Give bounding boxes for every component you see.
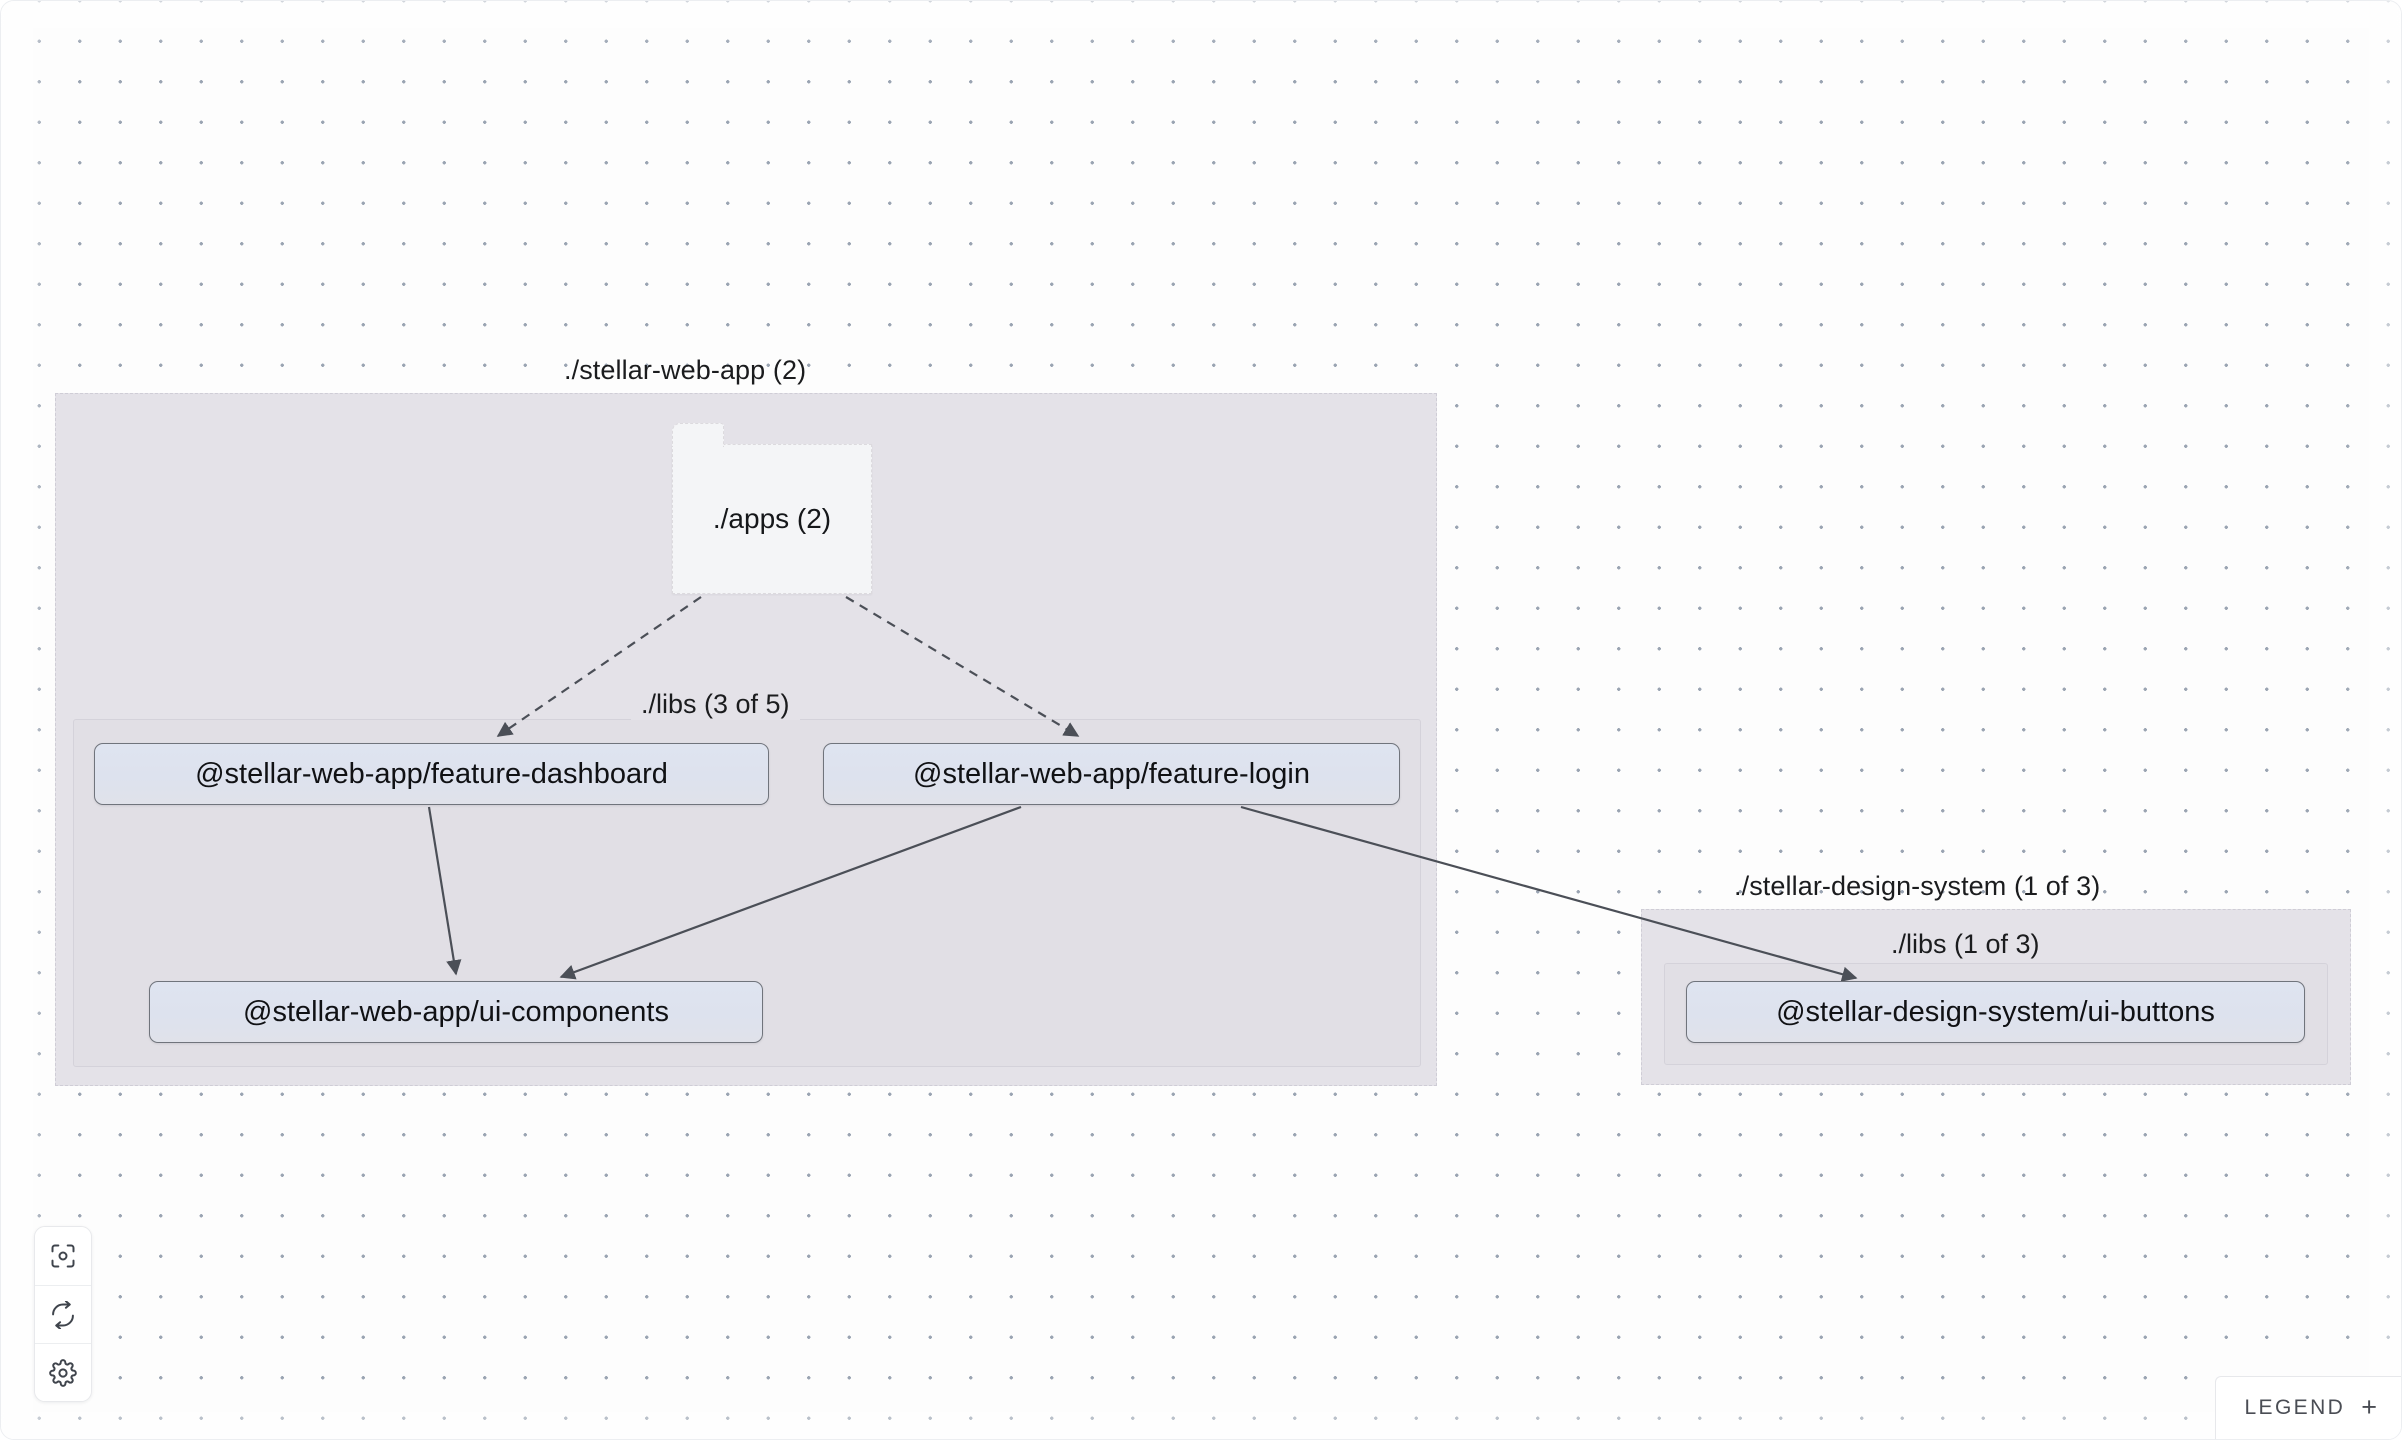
folder-node-label: ./apps (2) <box>712 503 832 534</box>
project-node-ui-buttons[interactable]: @stellar-design-system/ui-buttons <box>1686 981 2305 1043</box>
group-title-stellar-web-app: ./stellar-web-app (2) <box>564 355 807 385</box>
settings-button[interactable] <box>35 1343 91 1401</box>
group-title-stellar-design-system: ./stellar-design-system (1 of 3) <box>1734 871 2101 901</box>
focus-target-icon <box>49 1242 77 1270</box>
legend-toggle[interactable]: LEGEND + <box>2215 1376 2401 1439</box>
subgroup-design-system-libs[interactable] <box>1664 963 2328 1065</box>
project-node-feature-dashboard[interactable]: @stellar-web-app/feature-dashboard <box>94 743 769 805</box>
folder-tab-shape <box>672 423 724 449</box>
folder-node-apps[interactable]: ./apps (2) <box>672 423 872 594</box>
gear-icon <box>49 1358 77 1387</box>
project-node-label: @stellar-web-app/ui-components <box>243 995 669 1028</box>
refresh-icon <box>49 1300 77 1329</box>
focus-graph-button[interactable] <box>35 1227 91 1285</box>
canvas-toolbar[interactable] <box>34 1226 92 1402</box>
project-node-label: @stellar-design-system/ui-buttons <box>1776 995 2215 1028</box>
project-node-label: @stellar-web-app/feature-dashboard <box>195 757 668 790</box>
plus-icon: + <box>2361 1392 2377 1422</box>
subgroup-title-web-app-libs: ./libs (3 of 5) <box>631 689 800 720</box>
legend-label: LEGEND <box>2244 1395 2346 1419</box>
project-node-ui-components[interactable]: @stellar-web-app/ui-components <box>149 981 763 1043</box>
subgroup-title-design-system-libs: ./libs (1 of 3) <box>1881 929 2050 960</box>
refresh-graph-button[interactable] <box>35 1285 91 1343</box>
project-node-feature-login[interactable]: @stellar-web-app/feature-login <box>823 743 1400 805</box>
project-node-label: @stellar-web-app/feature-login <box>913 757 1310 790</box>
